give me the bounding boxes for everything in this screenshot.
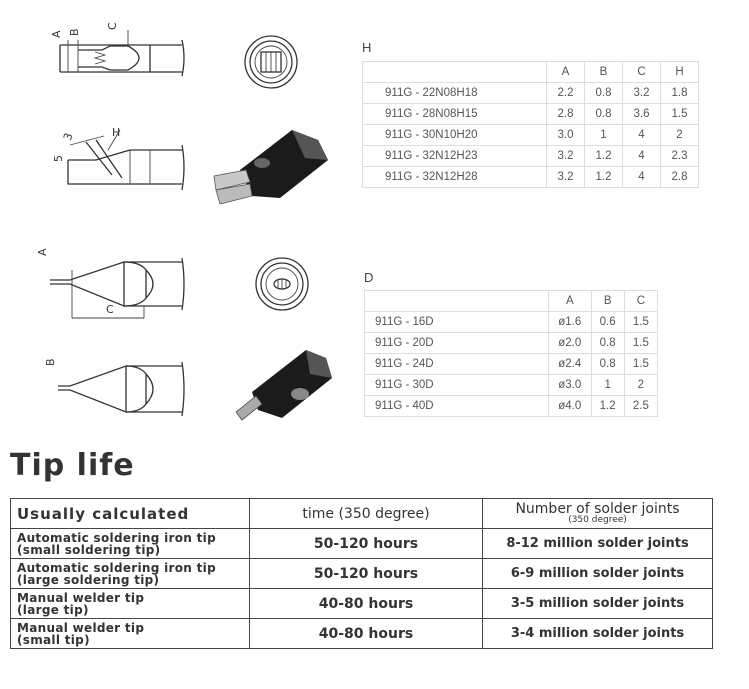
dim-b-label-d: B <box>44 358 57 366</box>
time-cell: 50-120 hours <box>249 558 483 589</box>
header-h: H <box>660 61 699 83</box>
time-cell: 40-80 hours <box>249 618 483 649</box>
d-tip-spec-table: A B C 911G - 16D ø1.6 0.6 1.5 911G - 20D… <box>364 290 659 417</box>
h-tip-front-view-drawing: A B C 5 3 H <box>36 22 332 421</box>
dim-five-label: 5 <box>52 155 65 162</box>
time-cell: 40-80 hours <box>249 588 483 619</box>
dim-c-label: C <box>106 22 119 30</box>
table-row: 911G - 22N08H18 2.2 0.8 3.2 1.8 <box>362 82 699 104</box>
joints-cell: 3-4 million solder joints <box>482 618 713 649</box>
tip-type-cell: Automatic soldering iron tip (large sold… <box>10 558 250 589</box>
table-row: 911G - 40D ø4.0 1.2 2.5 <box>364 395 659 417</box>
table-row: 911G - 30N10H20 3.0 1 4 2 <box>362 124 699 146</box>
h-tip-side-outline <box>59 30 185 77</box>
table-row: 911G - 32N12H23 3.2 1.2 4 2.3 <box>362 145 699 167</box>
dim-a-label-d: A <box>36 248 49 256</box>
d-section-label: D <box>364 270 374 285</box>
tip-type-cell: Manual welder tip (small tip) <box>10 618 250 649</box>
header-b: B <box>590 290 625 312</box>
table-row: Manual welder tip (large tip) 40-80 hour… <box>10 588 713 619</box>
table-row: 911G - 32N12H28 3.2 1.2 4 2.8 <box>362 166 699 188</box>
tip-life-title: Tip life <box>10 448 135 483</box>
h-tip-3d-render <box>213 130 328 205</box>
time-cell: 50-120 hours <box>249 528 483 559</box>
tip-type-cell: Manual welder tip (large tip) <box>10 588 250 619</box>
table-row: Usually calculated time (350 degree) Num… <box>10 498 713 529</box>
dim-h-label: H <box>112 126 120 139</box>
joints-cell: 8-12 million solder joints <box>482 528 713 559</box>
h-section-label: H <box>362 40 372 55</box>
h-tip-spec-table: A B C H 911G - 22N08H18 2.2 0.8 3.2 1.8 … <box>362 61 699 188</box>
dim-three-label: 3 <box>61 131 76 142</box>
table-row: Manual welder tip (small tip) 40-80 hour… <box>10 618 713 649</box>
header-a: A <box>546 61 585 83</box>
d-tip-lower-side-view <box>58 361 185 417</box>
table-row: 911G - 16D ø1.6 0.6 1.5 <box>364 311 659 333</box>
d-tip-side-view <box>50 257 185 319</box>
h-tip-end-view <box>244 35 298 89</box>
table-row: 911G - 20D ø2.0 0.8 1.5 <box>364 332 659 354</box>
d-tip-end-view <box>255 257 309 311</box>
dim-b-label: B <box>68 28 81 36</box>
header-a: A <box>548 290 592 312</box>
tip-life-table: Usually calculated time (350 degree) Num… <box>10 498 713 649</box>
joints-cell: 3-5 million solder joints <box>482 588 713 619</box>
table-row: Automatic soldering iron tip (small sold… <box>10 528 713 559</box>
table-row: 911G - 28N08H15 2.8 0.8 3.6 1.5 <box>362 103 699 125</box>
header-b: B <box>584 61 623 83</box>
table-row: A B C H <box>362 61 699 83</box>
dim-c-label-d: C <box>106 303 114 316</box>
tip-type-cell: Automatic soldering iron tip (small sold… <box>10 528 250 559</box>
col-header-usually-calculated: Usually calculated <box>10 498 250 529</box>
table-row: A B C <box>364 290 659 312</box>
col-header-solder-joints: Number of solder joints (350 degree) <box>482 498 713 529</box>
col-header-time: time (350 degree) <box>249 498 483 529</box>
header-c: C <box>623 290 659 312</box>
header-c: C <box>622 61 661 83</box>
d-tip-3d-render <box>235 350 332 421</box>
table-row: 911G - 30D ø3.0 1 2 <box>364 374 659 396</box>
joints-cell: 6-9 million solder joints <box>482 558 713 589</box>
dim-a-label: A <box>50 30 63 38</box>
h-tip-angled-side-view <box>67 129 185 191</box>
table-row: 911G - 24D ø2.4 0.8 1.5 <box>364 353 659 375</box>
table-row: Automatic soldering iron tip (large sold… <box>10 558 713 589</box>
